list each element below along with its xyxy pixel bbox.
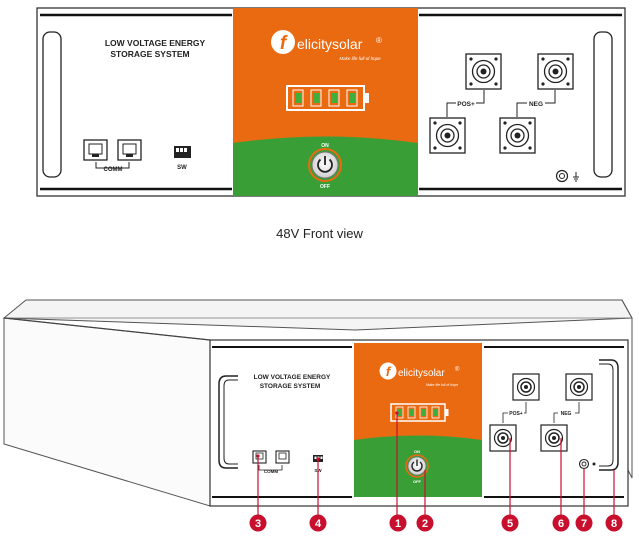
front-right-section: POS+ NEG: [419, 13, 622, 191]
callout-5-label: 5: [507, 518, 513, 530]
callout-7-label: 7: [581, 518, 587, 530]
pos-terminal-lower: [429, 117, 466, 154]
front-power-on-label: ON: [321, 143, 329, 149]
battery-cell-3: [328, 89, 340, 107]
iso-right-handle: [599, 359, 619, 471]
iso-comm-port-2: [275, 450, 290, 464]
iso-battery-indicator-icon: [390, 403, 449, 422]
front-title-line2: STORAGE SYSTEM: [110, 49, 189, 59]
pos-bracket: [446, 90, 485, 117]
iso-power-icon: [411, 461, 423, 472]
front-left-section: LOW VOLTAGE ENERGY STORAGE SYSTEM COMM: [40, 13, 232, 191]
pos-terminal-upper: [465, 53, 502, 90]
iso-power-on-label: ON: [414, 449, 420, 454]
ground-screw: [555, 169, 569, 183]
battery-cell-2: [310, 89, 322, 107]
callout-2: 2: [416, 470, 434, 532]
neg-terminal-upper: [537, 53, 574, 90]
iso-brand-name: elicitysolar: [398, 368, 445, 379]
power-button[interactable]: [308, 148, 342, 182]
iso-top-face: [2, 299, 633, 331]
iso-left-handle: [218, 375, 238, 469]
comm-bracket: [95, 162, 130, 169]
callout-4-label: 4: [315, 518, 322, 530]
front-title-line1: LOW VOLTAGE ENERGY: [105, 38, 206, 48]
ground-icon: [573, 172, 579, 182]
callout-1: 1: [389, 411, 407, 532]
battery-cell-1: [292, 89, 304, 107]
front-view-caption: 48V Front view: [276, 226, 363, 241]
iso-left-side: [3, 317, 211, 507]
iso-ground-screw: [578, 458, 590, 470]
iso-brand-slogan: Make life full of hope: [426, 383, 458, 387]
iso-ground-dot: [592, 462, 596, 466]
iso-brand-registered: ®: [455, 366, 460, 373]
comm-port-2: [117, 139, 142, 161]
callout-8: 8: [605, 470, 623, 532]
power-icon: [317, 158, 333, 173]
iso-pos-terminal-upper: [512, 373, 540, 401]
iso-title-line2: STORAGE SYSTEM: [260, 383, 321, 390]
iso-brand-logo-letter: f: [386, 364, 392, 379]
callout-1-label: 1: [395, 518, 401, 530]
iso-pos-label: POS+: [509, 411, 523, 417]
iso-comm-label: COMM: [264, 469, 278, 474]
neg-bracket: [516, 90, 556, 117]
brand-slogan: Make life full of hope: [339, 56, 381, 61]
iso-neg-terminal-upper: [565, 373, 593, 401]
brand-registered: ®: [376, 36, 382, 45]
callout-6-label: 6: [558, 518, 564, 530]
callout-3: 3: [249, 454, 267, 532]
callout-5: 5: [501, 438, 519, 532]
front-sw-label: SW: [177, 165, 187, 171]
iso-orange-area: [354, 343, 482, 440]
left-handle: [42, 31, 62, 178]
front-view: LOW VOLTAGE ENERGY STORAGE SYSTEM COMM: [36, 7, 626, 197]
orange-area: [233, 8, 418, 143]
front-center-panel: f elicitysolar ® Make life full of hope: [233, 8, 418, 196]
iso-neg-label: NEG: [561, 411, 572, 417]
front-neg-label: NEG: [529, 101, 543, 108]
callout-6: 6: [552, 438, 570, 532]
brand-logo-letter: f: [280, 33, 288, 54]
callout-4: 4: [309, 457, 327, 532]
iso-power-button[interactable]: [405, 454, 429, 478]
battery-indicator-icon: [286, 85, 369, 111]
callout-3-label: 3: [255, 518, 261, 530]
iso-comm-port-1: [252, 450, 267, 464]
iso-power-off-label: OFF: [413, 479, 422, 484]
iso-view: LOW VOLTAGE ENERGY STORAGE SYSTEM COMM S…: [2, 299, 633, 507]
right-handle: [593, 31, 613, 178]
sw-dip-switch: [174, 146, 191, 158]
front-power-off-label: OFF: [320, 184, 330, 190]
callout-7: 7: [575, 469, 593, 532]
battery-cell-4: [346, 89, 358, 107]
callouts: 3 4 1 2 5 6: [249, 411, 623, 532]
comm-port-1: [83, 139, 108, 161]
iso-brand-logo: f elicitysolar ® Make life full of hope: [379, 362, 460, 387]
front-pos-label: POS+: [457, 101, 475, 108]
front-comm-label: COMM: [104, 167, 123, 173]
brand-logo: f elicitysolar ® Make life full of hope: [271, 30, 382, 61]
iso-neg-terminal-lower: [540, 424, 568, 452]
callout-2-label: 2: [422, 518, 428, 530]
iso-title-line1: LOW VOLTAGE ENERGY: [254, 374, 331, 381]
brand-name: elicitysolar: [297, 36, 363, 52]
neg-terminal-lower: [499, 117, 536, 154]
callout-8-label: 8: [611, 518, 617, 530]
iso-pos-terminal-lower: [489, 424, 517, 452]
